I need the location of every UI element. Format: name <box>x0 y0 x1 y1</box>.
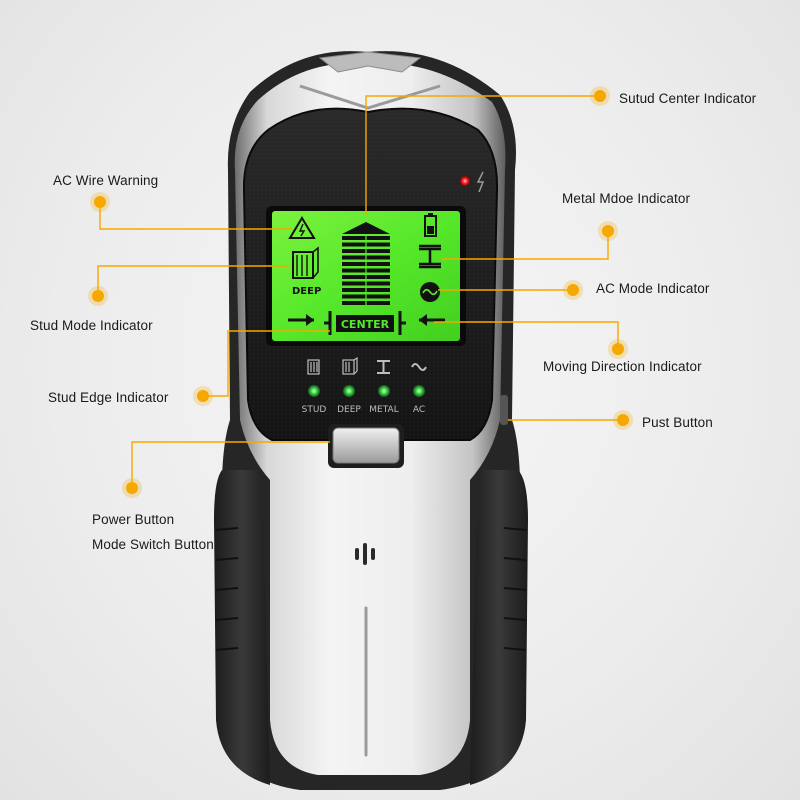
callout-dot-pust-button <box>617 414 629 426</box>
ac-mode-icon <box>411 363 427 371</box>
grip-ridges <box>215 527 527 651</box>
line-stud-edge <box>206 330 330 397</box>
callout-dot-moving-direction <box>612 343 624 355</box>
callout-dot-power-button <box>126 482 138 494</box>
mode-label-stud: STUD <box>302 405 327 415</box>
callout-dot-stud-mode <box>92 290 104 302</box>
line-stud-mode <box>97 265 290 294</box>
power-mode-button[interactable] <box>328 424 404 468</box>
right-direction-arrow <box>419 314 445 326</box>
label-sutud-center-indicator: Sutud Center Indicator <box>619 91 757 106</box>
stud-mode-led <box>308 385 320 397</box>
label-ac-mode-indicator: AC Mode Indicator <box>596 281 710 296</box>
label-metal-mode-indicator: Metal Mdoe Indicator <box>562 191 691 206</box>
mode-label-deep: DEEP <box>337 405 361 415</box>
label-moving-direction-indicator: Moving Direction Indicator <box>543 359 702 374</box>
center-label-box <box>336 315 394 332</box>
metal-mode-icon <box>377 360 390 374</box>
callout-dot-stud-edge <box>197 390 209 402</box>
line-metal-mode <box>442 232 609 260</box>
mode-leds <box>308 385 425 397</box>
mode-labels: STUD DEEP METAL AC <box>302 405 426 415</box>
label-pust-button: Pust Button <box>642 415 713 430</box>
line-power-button <box>131 441 330 486</box>
lcd-deep-label: DEEP <box>292 286 321 297</box>
line-moving-direction <box>434 321 619 347</box>
lcd-center-label: CENTER <box>341 318 390 331</box>
battery-icon <box>424 213 437 237</box>
callout-dot-sutud-center <box>594 90 606 102</box>
ac-mode-led <box>413 385 425 397</box>
lcd-screen: DEEP <box>266 206 466 346</box>
mode-label-metal: METAL <box>369 405 398 415</box>
top-notch <box>318 51 422 73</box>
center-bar-graph <box>342 222 390 306</box>
callout-dots <box>88 86 633 498</box>
label-ac-wire-warning: AC Wire Warning <box>53 173 159 188</box>
side-push-button[interactable] <box>500 395 508 425</box>
deep-mode-icon <box>342 356 358 375</box>
metal-mode-led <box>378 385 390 397</box>
label-power-button: Power Button <box>92 512 175 527</box>
stud-edge-right-bracket <box>398 311 406 335</box>
left-grip <box>214 470 270 785</box>
line-ac-wire-warning <box>99 204 292 230</box>
callout-dot-ac-mode <box>567 284 579 296</box>
mode-label-ac: AC <box>413 405 425 415</box>
left-direction-arrow <box>288 314 314 326</box>
metal-i-beam-icon <box>419 244 441 269</box>
label-stud-edge-indicator: Stud Edge Indicator <box>48 390 169 405</box>
top-v-ridge <box>299 84 441 110</box>
ac-wave-icon <box>420 282 440 302</box>
mode-icons-row <box>307 356 427 375</box>
speaker-grille <box>355 543 375 565</box>
lightning-icon <box>476 171 485 193</box>
callout-lines <box>97 95 622 486</box>
callout-dot-ac-wire-warning <box>94 196 106 208</box>
power-status-led <box>460 176 470 186</box>
bar-graph-roof <box>342 222 390 234</box>
stud-mode-icon <box>307 359 320 375</box>
stud-finder-device: DEEP <box>214 51 528 790</box>
right-grip <box>470 470 528 785</box>
callout-dot-metal-mode <box>602 225 614 237</box>
label-mode-switch-button: Mode Switch Button <box>92 537 214 552</box>
label-stud-mode-indicator: Stud Mode Indicator <box>30 318 153 333</box>
deep-mode-led <box>343 385 355 397</box>
line-sutud-center <box>365 95 598 215</box>
ac-warning-triangle-icon <box>288 216 316 239</box>
deep-stud-icon <box>292 246 319 279</box>
